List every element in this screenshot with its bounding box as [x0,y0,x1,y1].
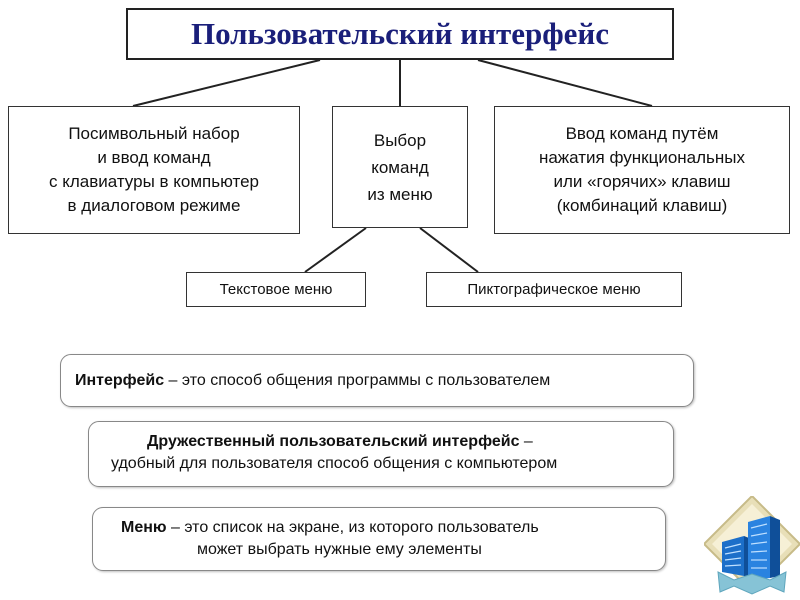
interface-text: – это способ общения программы с пользов… [164,372,551,389]
hotkeys-line-2: нажатия функциональных [538,148,746,167]
keyboard-line-1: Посимвольный набор [68,124,240,143]
hotkeys-line-4: (комбинаций клавиш) [556,196,728,215]
friendly-term: Дружественный пользовательский интерфейс [147,433,520,450]
menu-selection-box: Выбор команд из меню [332,106,468,228]
text-menu-box: Текстовое меню [186,272,366,307]
connector-menu-to-text-menu [304,227,367,273]
menu-line-2: команд [371,157,429,177]
diagram-title: Пользовательский интерфейс [126,8,674,60]
menu-line-3: из меню [367,184,433,204]
friendly-interface-definition: Дружественный пользовательский интерфейс… [88,421,674,487]
connector-title-to-keyboard [132,59,321,107]
icon-menu-box: Пиктографическое меню [426,272,682,307]
friendly-term-suffix: – [519,433,533,450]
menu-text: – это список на экране, из которого поль… [166,519,539,536]
connector-menu-to-icon-menu [419,227,479,273]
hotkeys-line-3: или «горячих» клавиш [553,172,731,191]
menu-term: Меню [121,519,167,536]
menu-definition: Меню – это список на экране, из которого… [92,507,666,571]
keyboard-line-2: и ввод команд [97,148,211,167]
menu-line-1: Выбор [373,130,427,150]
keyboard-input-box: Посимвольный набор и ввод команд с клави… [8,106,300,234]
hotkeys-line-1: Ввод команд путём [565,124,719,143]
keyboard-line-3: с клавиатуры в компьютер [49,172,259,191]
connector-title-to-hotkeys [477,59,653,107]
menu-text-line2: может выбрать нужные ему элементы [197,541,482,558]
interface-definition: Интерфейс – это способ общения программы… [60,354,694,407]
hotkeys-input-box: Ввод команд путём нажатия функциональных… [494,106,790,234]
friendly-text: удобный для пользователя способ общения … [111,455,558,472]
building-logo-icon [704,496,800,595]
interface-term: Интерфейс [75,372,165,389]
keyboard-line-4: в диалоговом режиме [67,196,241,215]
